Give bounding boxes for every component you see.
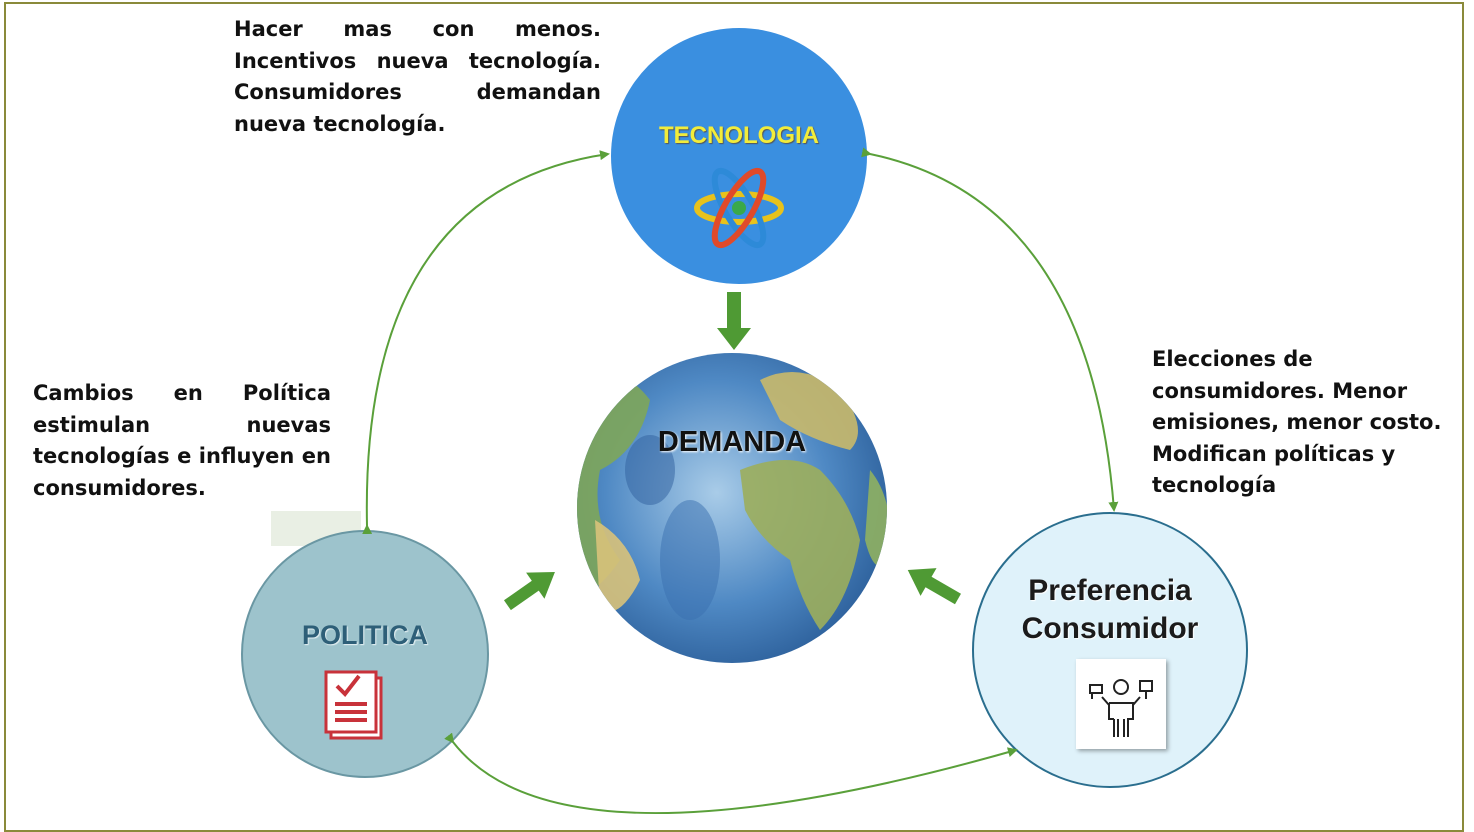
block-arrow-politica-demanda (503, 571, 555, 611)
document-check-icon (324, 670, 383, 740)
atom-icon (694, 167, 784, 249)
tecnologia-label: TECNOLOGIA (659, 122, 819, 149)
consumer-choice-icon (1089, 679, 1153, 737)
block-arrow-preferencia-demanda (907, 568, 961, 605)
preferencia-description: Elecciones de consumidores. Menor emisio… (1152, 347, 1442, 497)
politica-label: POLITICA (302, 620, 428, 650)
arrow-politica-preferencia (444, 732, 1018, 815)
tecnologia-node: TECNOLOGIA (611, 28, 867, 284)
block-arrow-tecnologia-demanda (717, 292, 751, 350)
preferencia-label-line2: Consumidor (1021, 612, 1199, 645)
demanda-label: DEMANDA (657, 426, 807, 458)
preferencia-label: Preferencia Consumidor (974, 572, 1246, 648)
politica-description: Cambios en Política estimulan nuevas tec… (33, 381, 331, 500)
arrow-tecnologia-preferencia (861, 147, 1119, 512)
preferencia-label-line1: Preferencia (1028, 574, 1192, 607)
preferencia-node: Preferencia Consumidor (972, 512, 1248, 788)
tecnologia-description: Hacer mas con menos. Incentivos nueva te… (234, 17, 601, 136)
consumer-choice-card (1076, 659, 1166, 749)
arrow-politica-tecnologia (362, 150, 610, 535)
